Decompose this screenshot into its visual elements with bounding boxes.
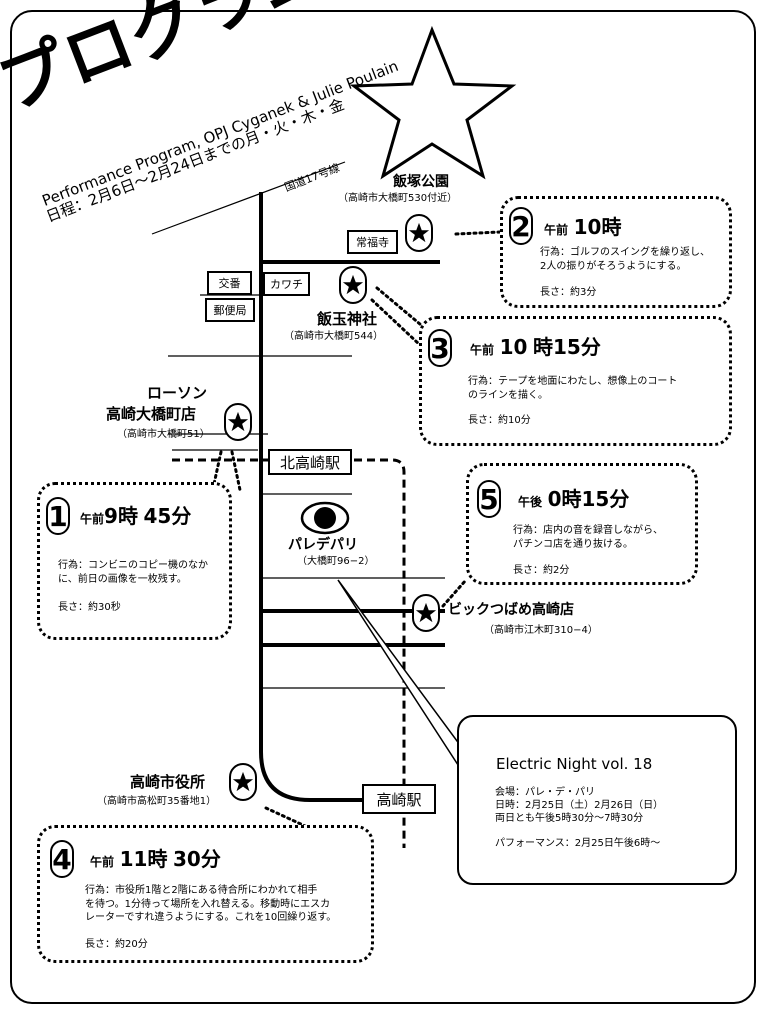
event-callout bbox=[457, 715, 737, 885]
city-hall-address: （高崎市高松町35番地1） bbox=[97, 796, 217, 807]
yubinkyoku-label: 郵便局 bbox=[205, 298, 255, 322]
event-callout-pointer bbox=[337, 579, 461, 771]
performance-3-number: 3 bbox=[428, 329, 452, 367]
performance-5-number: 5 bbox=[477, 480, 501, 518]
performance-2-description: 行為：ゴルフのスイングを繰り返し、2人の振りがそろうようにする。 bbox=[540, 247, 710, 272]
performance-4-number: 4 bbox=[50, 840, 74, 878]
lawson-name: ローソン bbox=[147, 384, 208, 402]
performance-3-card bbox=[419, 316, 732, 446]
iizuka-park-star-icon bbox=[405, 214, 433, 252]
performance-4-length: 長さ：約20分 bbox=[85, 939, 148, 950]
kitatakasaki-station-label: 北高崎駅 bbox=[268, 449, 352, 475]
performance-1-number: 1 bbox=[46, 497, 70, 535]
performance-2-number: 2 bbox=[509, 207, 533, 245]
takasaki-station-label: 高崎駅 bbox=[362, 784, 436, 814]
iizuka-park-name: 飯塚公園 bbox=[393, 174, 449, 190]
event-performance-time: パフォーマンス：2月25日午後6時〜 bbox=[495, 838, 661, 849]
main-road bbox=[259, 192, 362, 802]
koban-label: 交番 bbox=[207, 271, 252, 295]
bic-tsubame-star-icon bbox=[412, 594, 440, 632]
performance-2-time: 午前 10時 bbox=[544, 215, 622, 239]
page-frame bbox=[10, 10, 756, 1004]
performance-2-length: 長さ：約3分 bbox=[540, 287, 597, 298]
jofukuji-label: 常福寺 bbox=[347, 230, 398, 254]
performance-1-length: 長さ：約30秒 bbox=[58, 602, 121, 613]
performance-5-card bbox=[466, 463, 698, 585]
iidama-shrine-name: 飯玉神社 bbox=[317, 310, 378, 328]
performance-4-time: 午前 11時 30分 bbox=[90, 847, 221, 871]
performance-5-length: 長さ：約2分 bbox=[513, 565, 570, 576]
performance-5-time: 午後 0時15分 bbox=[518, 487, 630, 511]
performance-3-time: 午前 10 時15分 bbox=[470, 335, 601, 359]
lawson-star-icon bbox=[224, 403, 252, 441]
performance-5-description: 行為：店内の音を録音しながら、パチンコ店を通り抜ける。 bbox=[513, 525, 663, 550]
event-title: Electric Night vol. 18 bbox=[496, 755, 653, 773]
performance-3-description: 行為：テープを地面にわたし、想像上のコートのラインを描く。 bbox=[468, 376, 678, 401]
performance-4-description: 行為：市役所1階と2階にある待合所にわかれて相手を待つ。1分待って場所を入れ替え… bbox=[85, 885, 337, 923]
lawson-address: （高崎市大橋町51） bbox=[117, 429, 210, 440]
performance-2-card bbox=[500, 196, 732, 308]
big-star-icon bbox=[349, 25, 517, 180]
event-details: 会場：パレ・デ・パリ 日時：2月25日（土）2月26日（日） 両日とも午後5時3… bbox=[495, 787, 664, 824]
lawson-branch-name: 高崎大橋町店 bbox=[106, 405, 197, 423]
railway-line bbox=[172, 458, 406, 848]
kawachi-label: カワチ bbox=[263, 272, 310, 296]
iizuka-park-address: （高崎市大橋町530付近） bbox=[338, 193, 458, 204]
palais-de-paris-name: パレデパリ bbox=[288, 537, 358, 553]
city-hall-name: 高崎市役所 bbox=[130, 773, 206, 791]
iidama-shrine-star-icon bbox=[339, 266, 367, 304]
bic-tsubame-address: （高崎市江木町310−4） bbox=[484, 625, 598, 636]
performance-1-description: 行為：コンビニのコピー機のなかに、前日の画像を一枚残す。 bbox=[58, 560, 208, 585]
iidama-shrine-address: （高崎市大橋町544） bbox=[284, 331, 384, 342]
bic-tsubame-name: ビックつばめ高崎店 bbox=[448, 602, 574, 618]
performance-3-length: 長さ：約10分 bbox=[468, 415, 531, 426]
performance-1-time: 午前9時 45分 bbox=[80, 504, 192, 528]
performance-4-card bbox=[37, 825, 374, 963]
city-hall-star-icon bbox=[229, 763, 257, 801]
palais-de-paris-address: （大橋町96−2） bbox=[297, 556, 375, 567]
route17-road bbox=[151, 161, 346, 235]
